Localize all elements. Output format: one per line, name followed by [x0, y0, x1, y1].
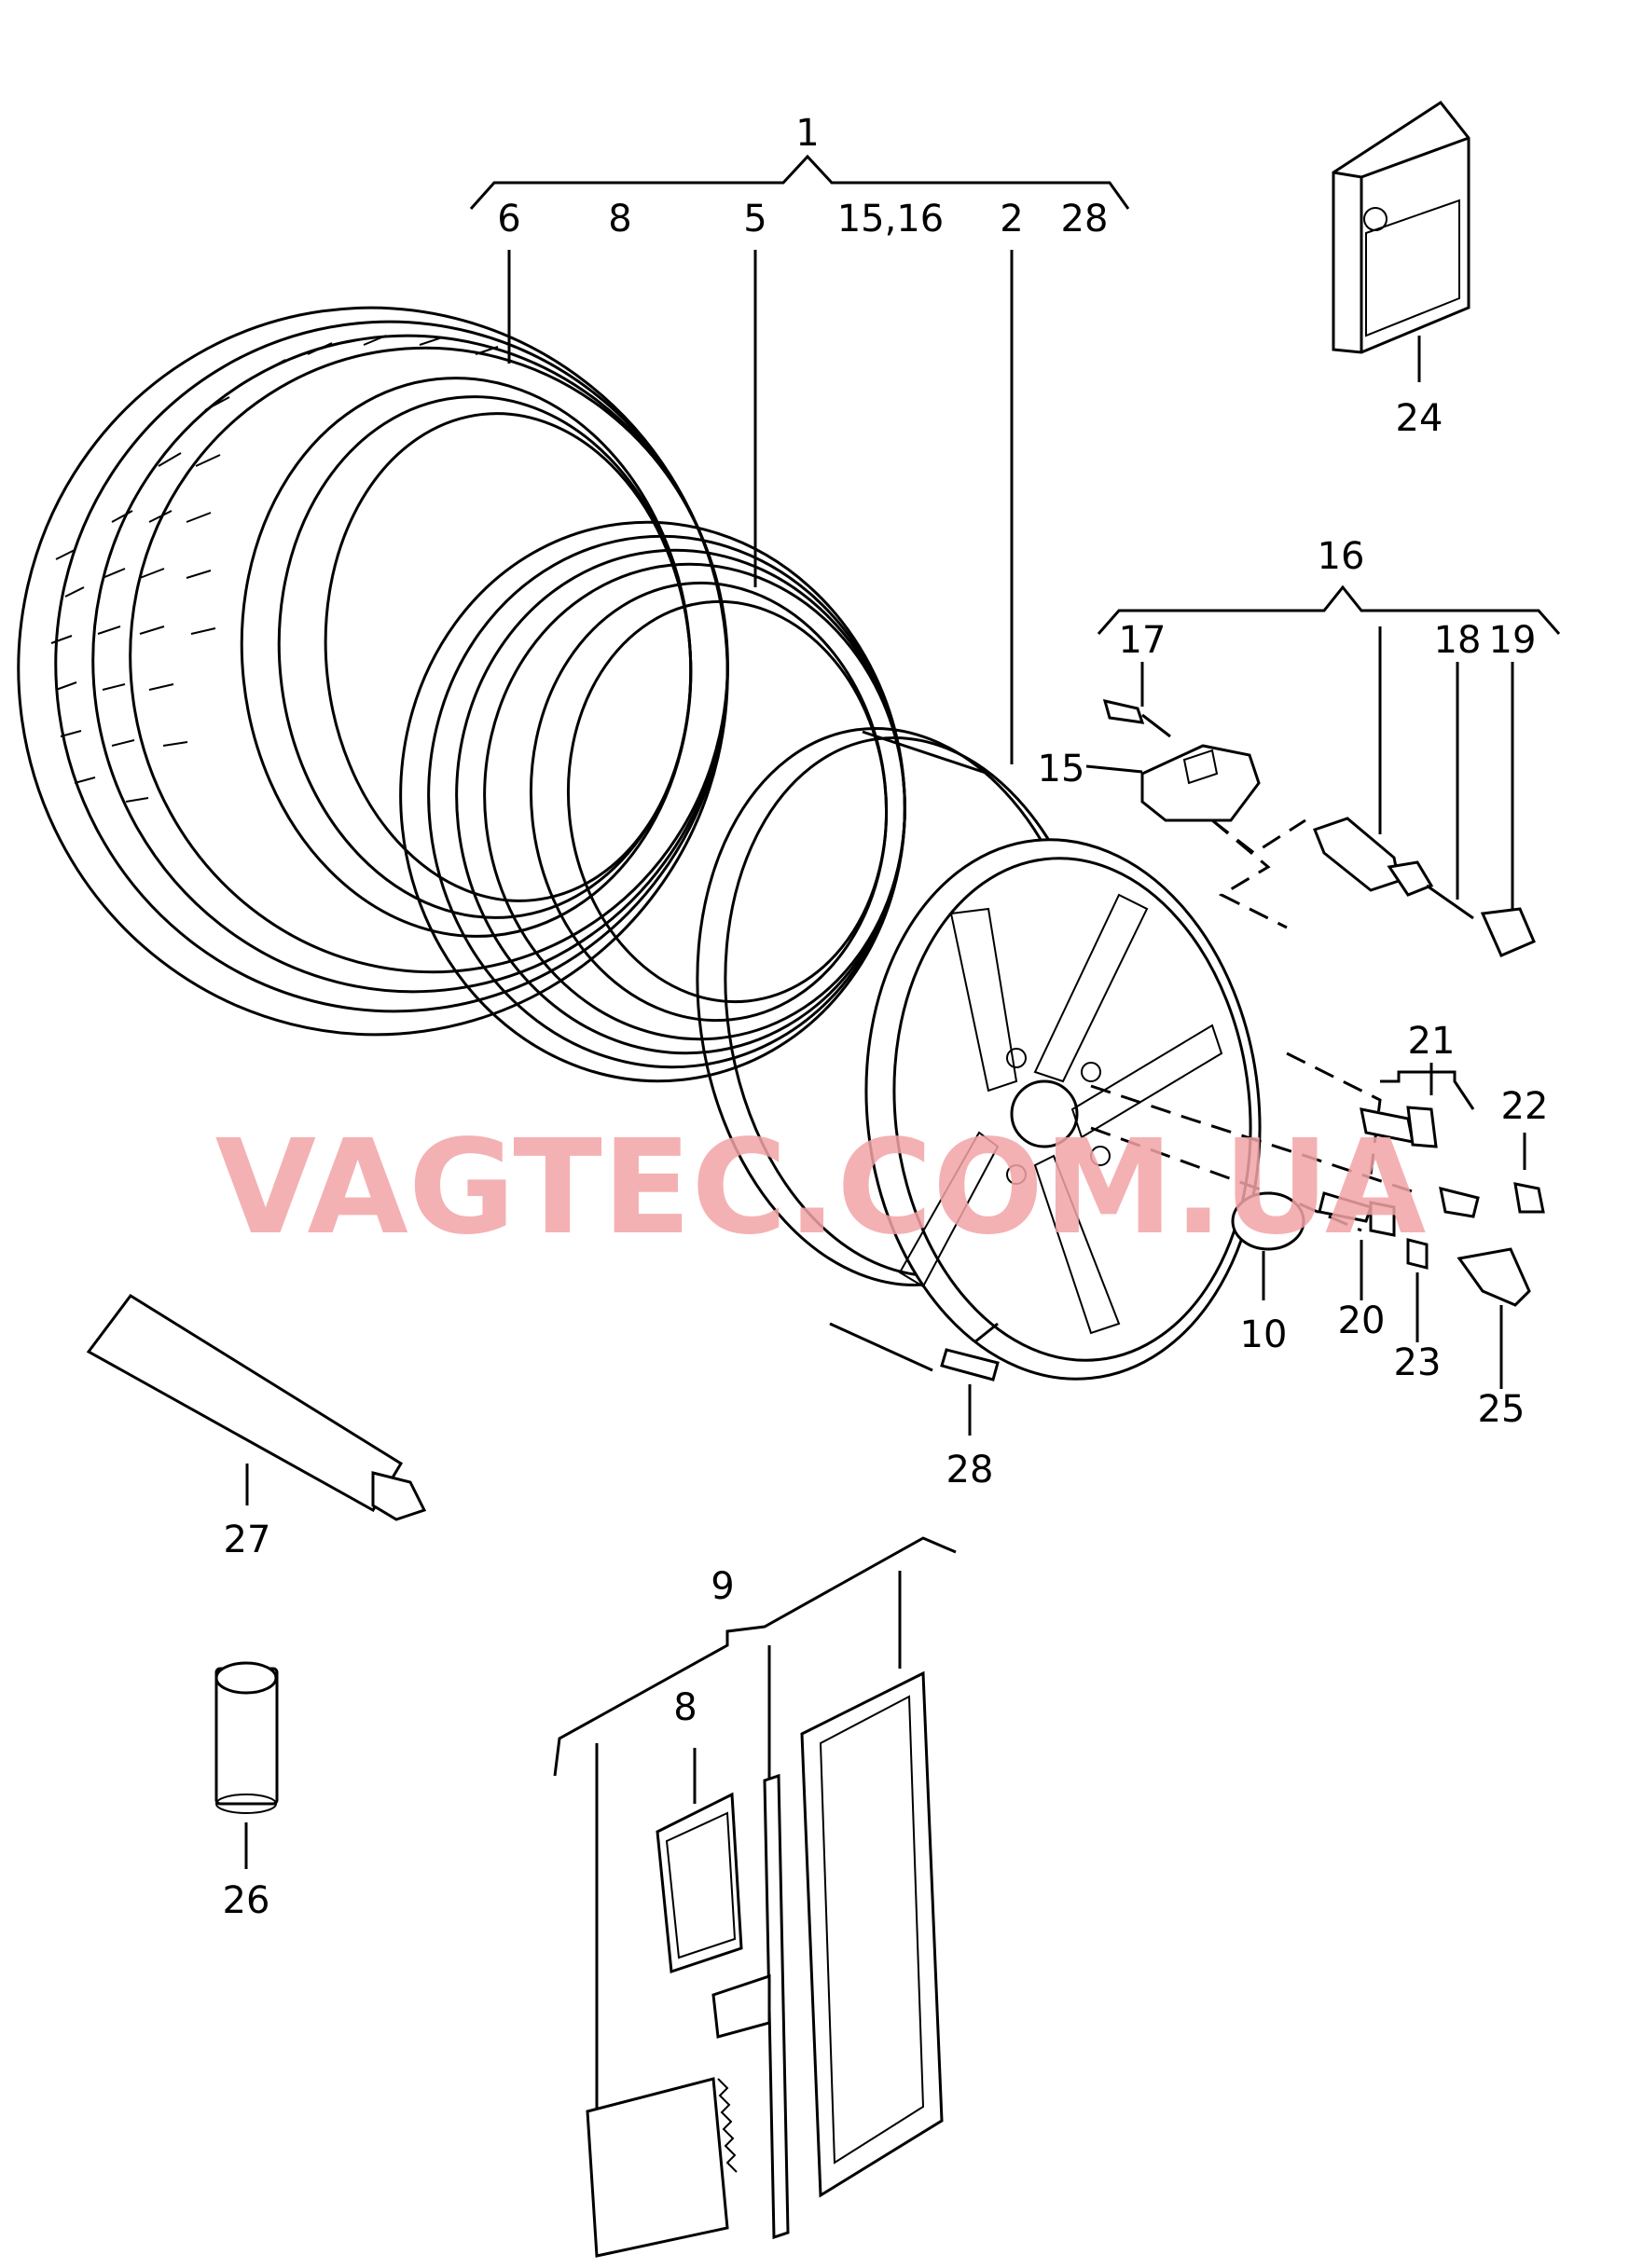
- label-19: 19: [1489, 619, 1537, 662]
- valve-stem: [1313, 626, 1536, 957]
- assembly-dashed-lines: [1090, 818, 1418, 1232]
- wheel-bolts: [1231, 1063, 1545, 1389]
- label-26: 26: [223, 1879, 270, 1922]
- bracket-16: [1097, 584, 1561, 635]
- label-8-top: 8: [608, 198, 631, 241]
- bolt-kit-package: [1332, 100, 1470, 382]
- tyre-pressure-sensor: [1085, 662, 1261, 822]
- label-28-bottom: 28: [946, 1449, 994, 1491]
- label-23: 23: [1394, 1341, 1442, 1384]
- label-15-16: 15,16: [837, 198, 945, 241]
- label-20: 20: [1338, 1299, 1386, 1342]
- label-5: 5: [743, 198, 766, 241]
- label-8-kit: 8: [673, 1686, 697, 1729]
- label-27: 27: [224, 1519, 271, 1561]
- tyre: [17, 306, 729, 1037]
- label-1: 1: [795, 112, 819, 155]
- label-15: 15: [1038, 748, 1085, 790]
- label-16: 16: [1318, 535, 1365, 578]
- balance-weight: [940, 1322, 1000, 1436]
- label-10: 10: [1240, 1313, 1288, 1356]
- label-22: 22: [1501, 1085, 1549, 1128]
- part-labels: 1 6 8 5 15,16 2 28 24 16 17 18 19 15 21 …: [223, 112, 1549, 1922]
- repair-kit-parts: [586, 1670, 944, 2258]
- label-28-top: 28: [1061, 198, 1109, 241]
- label-25: 25: [1478, 1388, 1526, 1431]
- label-18: 18: [1434, 619, 1482, 662]
- label-9: 9: [711, 1565, 734, 1608]
- watermark: VAGTEC.COM.UA: [215, 1112, 1427, 1264]
- label-17: 17: [1119, 619, 1167, 662]
- bracket-1: [469, 154, 1130, 210]
- top-leaders: [507, 250, 1014, 764]
- label-24: 24: [1396, 397, 1443, 440]
- label-6: 6: [497, 198, 520, 241]
- rim-band: [399, 520, 906, 1083]
- label-2: 2: [1000, 198, 1023, 241]
- wheel-rim: [696, 726, 1262, 1381]
- valve-cap-cylinder: [214, 1661, 279, 1869]
- assembly-paste-tube: [86, 1294, 427, 1521]
- label-21: 21: [1408, 1020, 1456, 1063]
